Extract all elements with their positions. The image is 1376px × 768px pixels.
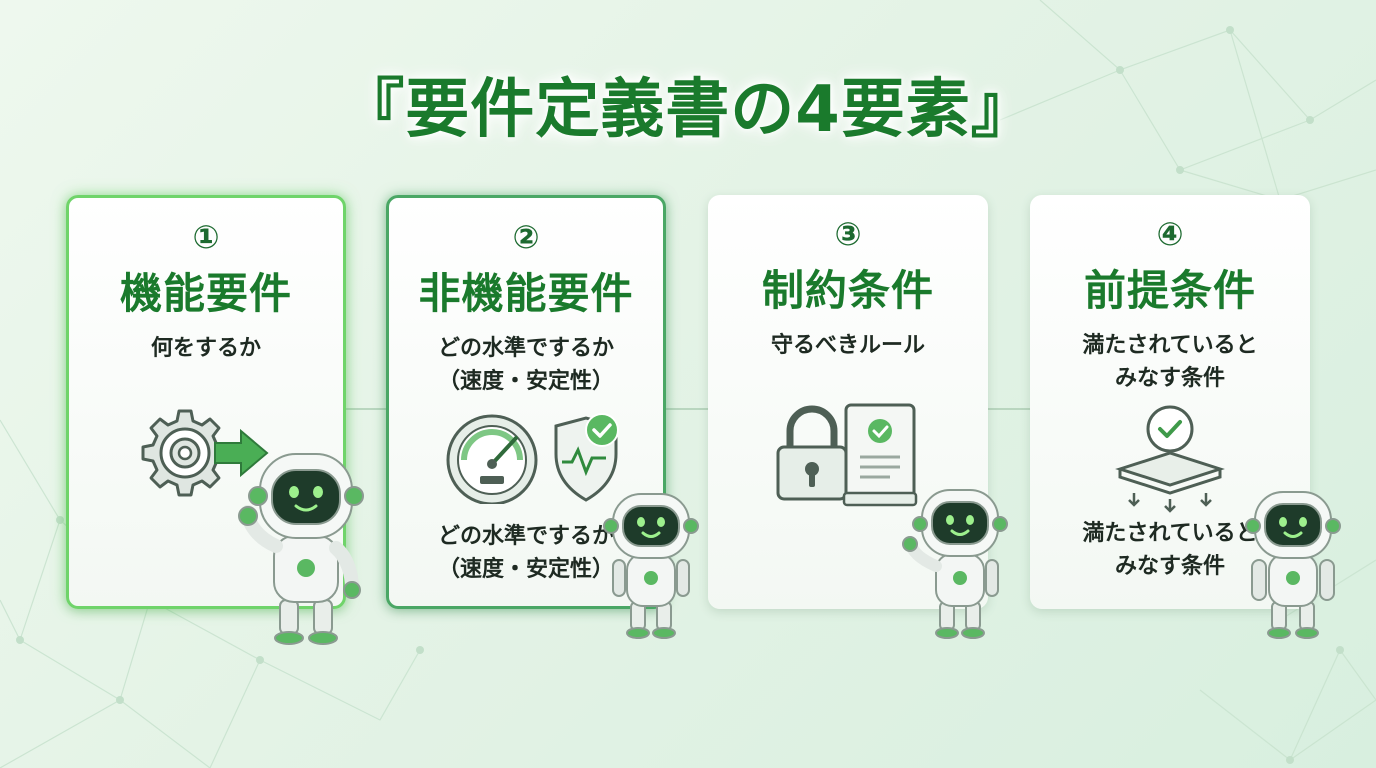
card-description-line: （速度・安定性） [437,369,614,394]
page-title: 『要件定義書の4要素』 [340,73,1036,147]
card-heading: 非機能要件 [418,269,634,318]
card-description: 満たされていると みなす条件 [1030,329,1310,395]
card-sub-description: 満たされていると みなす条件 [1030,517,1310,583]
card-description-line: 守るべきルール [770,333,925,358]
speedometer-shield-icon [446,413,619,504]
robot-mascot-waving [902,489,1008,639]
card-description-line: 何をするか [150,336,261,361]
gear-arrow-icon [141,409,269,497]
card-number: ③ [834,215,862,253]
check-platform-icon [1115,405,1225,513]
robot-mascot-waving [238,453,364,645]
card-description-line: 満たされていると [1082,333,1258,358]
card-sub-description-line: みなす条件 [1114,554,1225,579]
card-number: ② [512,218,540,256]
card-description: どの水準でするか （速度・安定性） [389,332,663,398]
card-description-line: みなす条件 [1114,366,1225,391]
robot-mascot-standing [1245,491,1341,639]
card-heading: 制約条件 [761,266,934,315]
card-description-line: どの水準でするか [437,336,614,361]
robot-mascot-standing [603,493,699,639]
card-number: ① [192,218,220,256]
lock-book-icon [776,403,918,507]
card-sub-description: どの水準でするか （速度・安定性） [389,520,663,586]
card-sub-description-line: 満たされていると [1082,521,1258,546]
card-number: ④ [1156,215,1184,253]
card-connector-line [340,408,1040,410]
card-heading: 機能要件 [119,269,292,318]
card-heading: 前提条件 [1083,266,1256,315]
card-description: 何をするか [69,332,343,365]
card-description: 守るべきルール [708,329,988,362]
card-sub-description-line: （速度・安定性） [437,557,614,582]
card-sub-description-line: どの水準でするか [437,524,614,549]
